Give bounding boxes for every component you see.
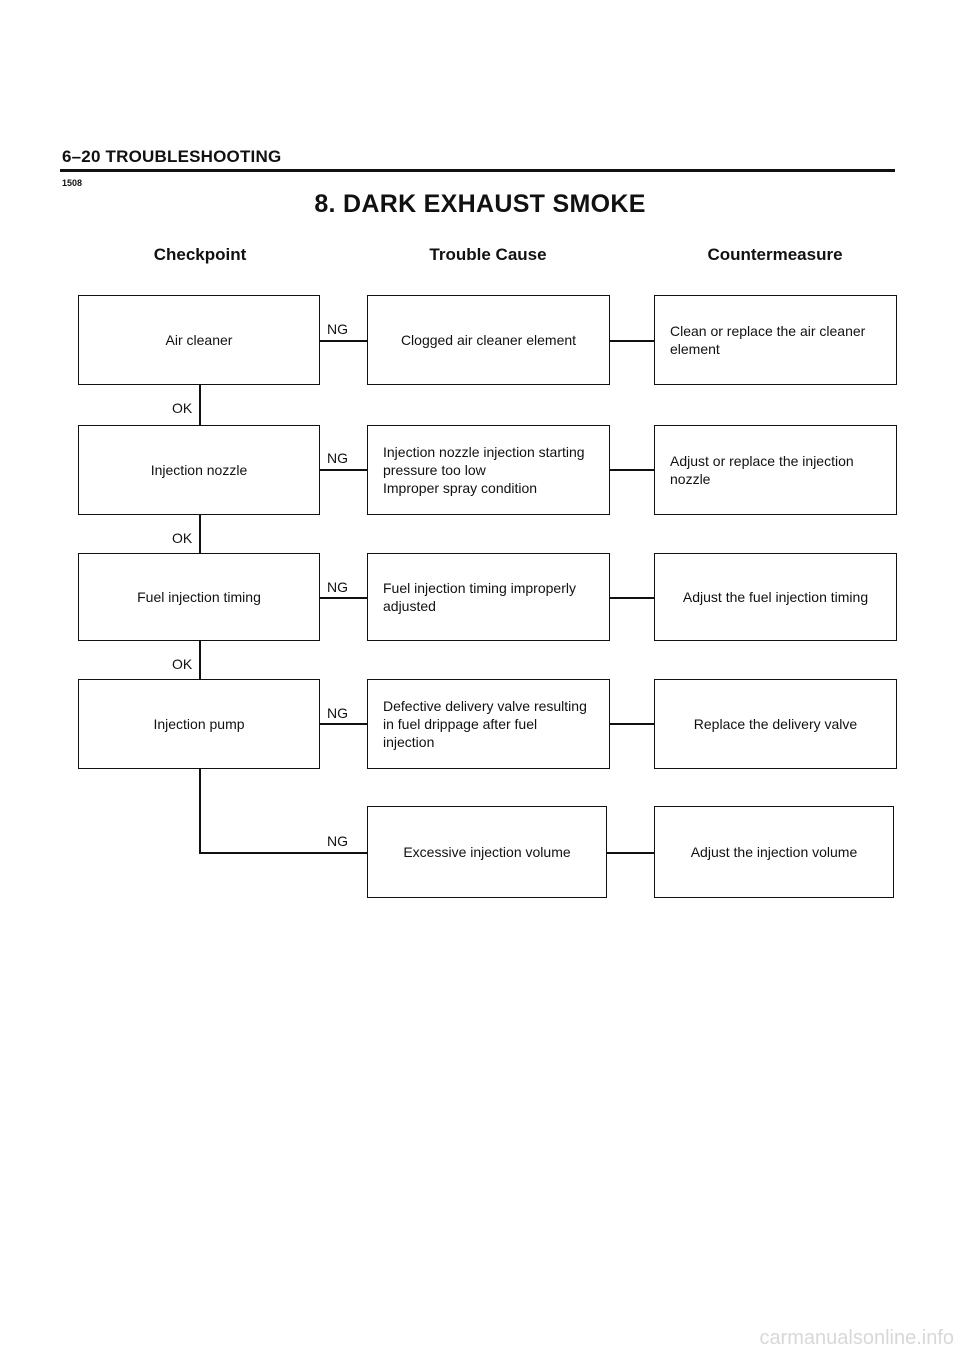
countermeasure-text: Clean or replace the air cleaner element: [670, 323, 866, 357]
checkpoint-box-air-cleaner: Air cleaner: [78, 295, 320, 385]
cause-box-injection-volume: Excessive injection volume: [367, 806, 607, 898]
countermeasure-text: Replace the delivery valve: [693, 716, 858, 732]
ng-connector: [320, 597, 367, 599]
cause-countermeasure-connector: [610, 469, 654, 471]
cause-text: Injection nozzle injection starting pres…: [383, 444, 585, 496]
checkpoint-label: Injection nozzle: [150, 462, 248, 478]
cause-text: Fuel injection timing improperly adjuste…: [383, 580, 576, 614]
checkpoint-box-injection-nozzle: Injection nozzle: [78, 425, 320, 515]
ng-label: NG: [327, 705, 348, 721]
countermeasure-text: Adjust the injection volume: [690, 844, 858, 860]
ok-label: OK: [172, 656, 193, 672]
cause-countermeasure-connector: [610, 597, 654, 599]
ng-label: NG: [327, 579, 348, 595]
cause-box-air-cleaner: Clogged air cleaner element: [367, 295, 610, 385]
checkpoint-box-fuel-injection-timing: Fuel injection timing: [78, 553, 320, 641]
ng-connector: [199, 852, 367, 854]
cause-countermeasure-connector: [607, 852, 654, 854]
ng-connector: [320, 340, 367, 342]
checkpoint-box-injection-pump: Injection pump: [78, 679, 320, 769]
cause-box-fuel-injection-timing: Fuel injection timing improperly adjuste…: [367, 553, 610, 641]
page-title: 8. DARK EXHAUST SMOKE: [314, 190, 646, 218]
page-code: 1508: [62, 178, 83, 188]
countermeasure-box-injection-pump: Replace the delivery valve: [654, 679, 897, 769]
ok-connector: [199, 641, 201, 679]
cause-countermeasure-connector: [610, 340, 654, 342]
branch-connector: [199, 769, 201, 853]
cause-box-injection-nozzle: Injection nozzle injection starting pres…: [367, 425, 610, 515]
checkpoint-label: Air cleaner: [165, 332, 233, 348]
ng-label: NG: [327, 450, 348, 466]
column-header-checkpoint: Checkpoint: [153, 245, 247, 264]
watermark: carmanualsonline.info: [759, 1327, 954, 1349]
cause-box-injection-pump: Defective delivery valve resulting in fu…: [367, 679, 610, 769]
countermeasure-box-injection-volume: Adjust the injection volume: [654, 806, 894, 898]
cause-text: Defective delivery valve resulting in fu…: [383, 698, 587, 750]
column-header-trouble-cause: Trouble Cause: [429, 245, 547, 264]
ng-label: NG: [327, 833, 348, 849]
checkpoint-label: Fuel injection timing: [137, 589, 261, 605]
countermeasure-box-air-cleaner: Clean or replace the air cleaner element: [654, 295, 897, 385]
column-header-countermeasure: Countermeasure: [707, 245, 843, 264]
ng-connector: [320, 469, 367, 471]
cause-text: Excessive injection volume: [403, 844, 571, 860]
ok-connector: [199, 385, 201, 425]
section-header: 6–20 TROUBLESHOOTING: [62, 147, 282, 166]
cause-text: Clogged air cleaner element: [400, 332, 577, 348]
ok-connector: [199, 515, 201, 553]
countermeasure-text: Adjust or replace the injection nozzle: [670, 453, 854, 487]
countermeasure-box-fuel-injection-timing: Adjust the fuel injection timing: [654, 553, 897, 641]
ok-label: OK: [172, 530, 193, 546]
checkpoint-label: Injection pump: [153, 716, 245, 732]
countermeasure-box-injection-nozzle: Adjust or replace the injection nozzle: [654, 425, 897, 515]
header-rule: [60, 169, 895, 172]
ok-label: OK: [172, 400, 193, 416]
ng-label: NG: [327, 321, 348, 337]
countermeasure-text: Adjust the fuel injection timing: [682, 589, 869, 605]
ng-connector: [320, 723, 367, 725]
cause-countermeasure-connector: [610, 723, 654, 725]
